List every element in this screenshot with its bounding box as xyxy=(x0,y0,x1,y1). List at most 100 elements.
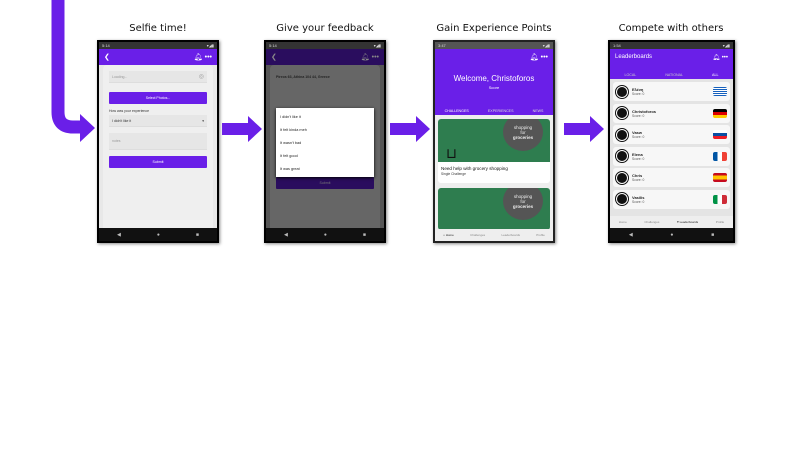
back-nav-icon[interactable]: ◀ xyxy=(628,231,633,238)
address-text: Pireos 63, Athina 104 44, Greece xyxy=(276,75,330,79)
player-score: Score: 0 xyxy=(632,113,645,118)
step-title: Selfie time! xyxy=(129,23,187,34)
select-photos-button[interactable]: Select Photos... xyxy=(109,92,207,104)
player-score: Score: 0 xyxy=(632,92,645,96)
experience-select[interactable]: I didn't like it▾ xyxy=(109,115,207,127)
challenge-subtitle: Single Challenge xyxy=(441,172,466,176)
more-icon[interactable]: ••• xyxy=(721,55,728,61)
player-score: Score: 0 xyxy=(632,156,645,161)
recents-nav-icon[interactable]: ■ xyxy=(711,231,715,238)
phone-leaderboards: 1:54▾◢▮ Leaderboards 🔔︎ ••• LOCAL NATIONA… xyxy=(608,40,735,243)
back-nav-icon[interactable]: ◀ xyxy=(284,231,288,238)
dropdown-option[interactable]: It was great xyxy=(280,166,300,171)
player-score: Score: 0 xyxy=(632,135,645,139)
avatar xyxy=(615,106,629,120)
tab-challenges[interactable]: CHALLENGES xyxy=(444,109,469,113)
bell-icon[interactable]: 🔔︎ xyxy=(193,54,203,61)
home-nav-icon[interactable]: ● xyxy=(323,231,327,238)
bell-icon[interactable]: 🔔︎ xyxy=(712,55,721,61)
nav-profile[interactable]: Profile xyxy=(715,220,725,224)
cart-icon: ⊔ xyxy=(446,145,457,161)
tab-all[interactable]: ALL xyxy=(712,73,719,77)
step-title: Gain Experience Points xyxy=(436,23,552,34)
submit-button[interactable]: Submit xyxy=(276,177,374,189)
flag-greece-icon xyxy=(713,87,727,96)
player-name: Ελένη xyxy=(632,87,644,92)
dropdown-option[interactable]: It felt good xyxy=(280,153,298,158)
back-icon[interactable]: ❮ xyxy=(271,54,277,61)
locate-icon[interactable]: ◎ xyxy=(198,74,204,80)
page-title: Leaderboards xyxy=(615,54,653,60)
app-bar: ❮ 🔔︎ ••• xyxy=(99,49,217,65)
home-nav-icon[interactable]: ● xyxy=(156,231,160,238)
back-nav-icon[interactable]: ◀ xyxy=(117,231,121,238)
nav-home[interactable]: Home xyxy=(618,220,627,224)
flow-entry-arrow xyxy=(51,0,95,142)
player-name: Vasilis xyxy=(632,194,645,200)
phone-home: 3:47▾◢▮ 🔔︎ ••• Welcome, Christoforos Sco… xyxy=(433,40,555,243)
back-icon[interactable]: ❮ xyxy=(104,54,110,61)
welcome-text: Welcome, Christoforos xyxy=(453,74,535,83)
avatar xyxy=(615,170,629,185)
nav-profile[interactable]: Profile xyxy=(536,233,545,237)
flag-slovakia-icon xyxy=(713,130,727,139)
more-icon[interactable]: ••• xyxy=(371,54,379,61)
score-label: Score xyxy=(488,85,500,90)
dropdown-option[interactable]: It wasn't bad xyxy=(280,140,302,145)
nav-leaderboards[interactable]: Leaderboards xyxy=(501,233,520,237)
flag-germany-icon xyxy=(713,108,727,118)
nav-leaderboards[interactable]: T Leaderboards xyxy=(676,220,699,224)
notes-field[interactable]: notes xyxy=(109,133,207,150)
player-score: Score: 0 xyxy=(632,199,645,204)
experience-label: How was your experience xyxy=(109,109,150,113)
tab-experiences[interactable]: EXPERIENCES xyxy=(487,109,514,113)
bell-icon[interactable]: 🔔︎ xyxy=(360,54,370,61)
avatar xyxy=(615,192,629,206)
tab-local[interactable]: LOCAL xyxy=(624,73,637,77)
home-nav-icon[interactable]: ● xyxy=(670,231,674,238)
nav-home[interactable]: ⌂ Home xyxy=(443,233,454,237)
bottom-nav: ⌂ Home Challenges Leaderboards Profile xyxy=(435,229,553,241)
form-card: Loading...◎ Select Photos... How was you… xyxy=(103,65,213,228)
submit-button[interactable]: Submit xyxy=(109,156,207,168)
step-title: Compete with others xyxy=(618,23,724,34)
more-icon[interactable]: ••• xyxy=(204,54,212,61)
location-field[interactable]: Loading...◎ xyxy=(109,71,207,83)
tab-national[interactable]: NATIONAL xyxy=(665,73,684,77)
bell-icon[interactable]: 🔔︎ xyxy=(529,54,539,61)
dropdown-option[interactable]: It felt kinda meh xyxy=(280,127,307,132)
status-time: 5:14 xyxy=(102,43,110,48)
status-bar: 5:14▾◢▮ xyxy=(99,42,217,49)
recents-nav-icon[interactable]: ■ xyxy=(362,231,366,238)
flag-italy-icon xyxy=(713,194,727,204)
status-time: 5:14 xyxy=(269,43,277,48)
player-name: Christoforos xyxy=(632,108,656,114)
avatar xyxy=(615,84,629,99)
nav-challenges[interactable]: Challenges xyxy=(644,220,660,224)
player-name: Chris xyxy=(632,173,643,178)
status-bar: 5:14▾◢▮ xyxy=(266,42,384,49)
recents-nav-icon[interactable]: ■ xyxy=(195,231,199,238)
nav-challenges[interactable]: Challenges xyxy=(470,233,486,237)
challenge-title: Need help with grocery shopping xyxy=(441,166,508,171)
dropdown-option[interactable]: I didn't like it xyxy=(280,114,301,119)
phone-selfie: 5:14▾◢▮ ❮ 🔔︎ ••• Loading...◎ Select Photo… xyxy=(97,40,219,243)
status-bar: 1:54▾◢▮ xyxy=(610,42,733,49)
player-score: Score: 0 xyxy=(632,178,645,182)
phone-feedback: 5:14▾◢▮ ❮ 🔔︎ ••• Pireos 63, Athina 104 44… xyxy=(264,40,386,243)
experience-dropdown-menu: I didn't like it It felt kinda meh It wa… xyxy=(276,108,374,177)
more-icon[interactable]: ••• xyxy=(540,54,548,61)
dropdown-icon: ▾ xyxy=(202,118,204,123)
android-nav: ◀ ● ■ xyxy=(266,228,384,241)
tab-news[interactable]: NEWS xyxy=(532,109,544,113)
signal-icon: ▾◢▮ xyxy=(542,43,550,48)
